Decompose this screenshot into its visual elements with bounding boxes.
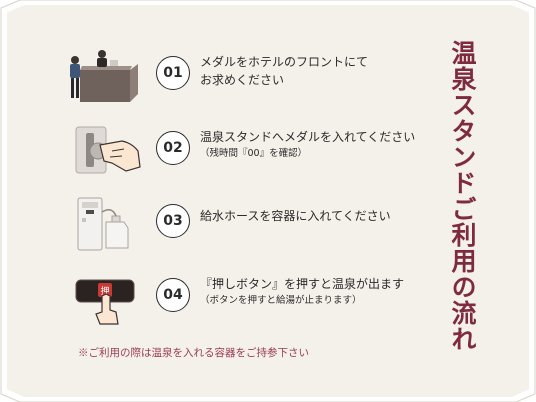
step-number-2: 02: [156, 131, 190, 165]
step-2-note: （残時間『00』を確認）: [200, 148, 308, 159]
step-text-1: メダルをホテルのフロントにて お求めください: [200, 53, 436, 89]
page-title: 温泉スタンドご利用の流れ: [448, 40, 477, 352]
step-3: 03 給水ホースを容器に入れてください: [66, 194, 426, 254]
footnote: ※ご利用の際は温泉を入れる容器をご持参下さい: [78, 347, 309, 359]
step-number-4: 04: [156, 278, 190, 312]
step-number-1: 01: [156, 56, 190, 90]
step-2-line1: 温泉スタンドへメダルを入れてください: [200, 130, 416, 144]
step-number-3: 03: [156, 204, 190, 238]
insert-medal-icon: [75, 126, 141, 174]
step-4-note: （ボタンを押すと給湯が止まります）: [200, 295, 362, 306]
step-1-line1: メダルをホテルのフロントにて: [200, 55, 369, 69]
step-2: 02 温泉スタンドへメダルを入れてください （残時間『00』を確認）: [66, 121, 426, 181]
hotel-front-desk-icon: [70, 50, 138, 102]
step-4: 押 04 『押しボタン』を押すと温泉が出ます （ボタンを押すと給湯が止まります）: [66, 268, 426, 328]
water-container-icon: [77, 197, 129, 251]
step-text-2: 温泉スタンドへメダルを入れてください （残時間『00』を確認）: [200, 128, 436, 161]
step-1-line2: お求めください: [200, 73, 285, 87]
step-4-line1: 『押しボタン』を押すと温泉が出ます: [200, 277, 405, 291]
push-button-icon: 押: [75, 279, 135, 325]
push-button-label: 押: [100, 285, 109, 297]
step-text-4: 『押しボタン』を押すと温泉が出ます （ボタンを押すと給湯が止まります）: [200, 275, 436, 308]
step-3-line1: 給水ホースを容器に入れてください: [200, 209, 391, 223]
step-text-3: 給水ホースを容器に入れてください: [200, 207, 436, 225]
step-1: 01 メダルをホテルのフロントにて お求めください: [66, 46, 426, 106]
